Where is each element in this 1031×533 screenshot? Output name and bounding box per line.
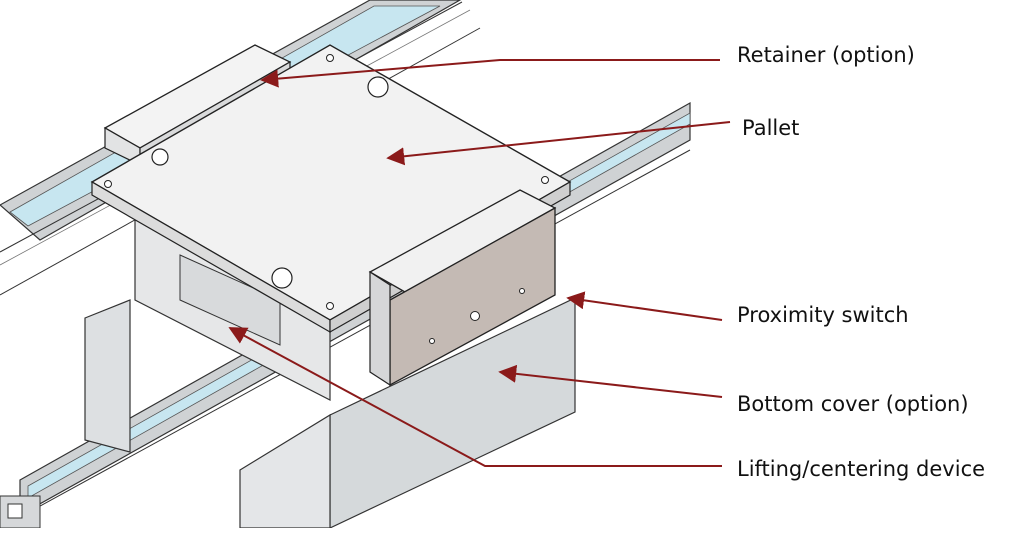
bottom-cover-body <box>84 297 576 529</box>
leader-proximity <box>566 291 723 321</box>
retainer-front <box>368 189 557 387</box>
leader-retainer <box>260 59 720 88</box>
leader-lifting <box>228 327 722 467</box>
callout-label-lifting-device: Lifting/centering device <box>737 457 986 481</box>
callout-label-bottom-cover: Bottom cover (option) <box>737 392 969 416</box>
callout-label-proximity-switch: Proximity switch <box>737 303 909 327</box>
callout-label-retainer: Retainer (option) <box>737 43 915 67</box>
leader-lines <box>228 59 731 467</box>
leader-pallet <box>386 121 731 166</box>
leader-bottom-cover <box>498 364 723 398</box>
callout-label-pallet: Pallet <box>742 116 800 140</box>
